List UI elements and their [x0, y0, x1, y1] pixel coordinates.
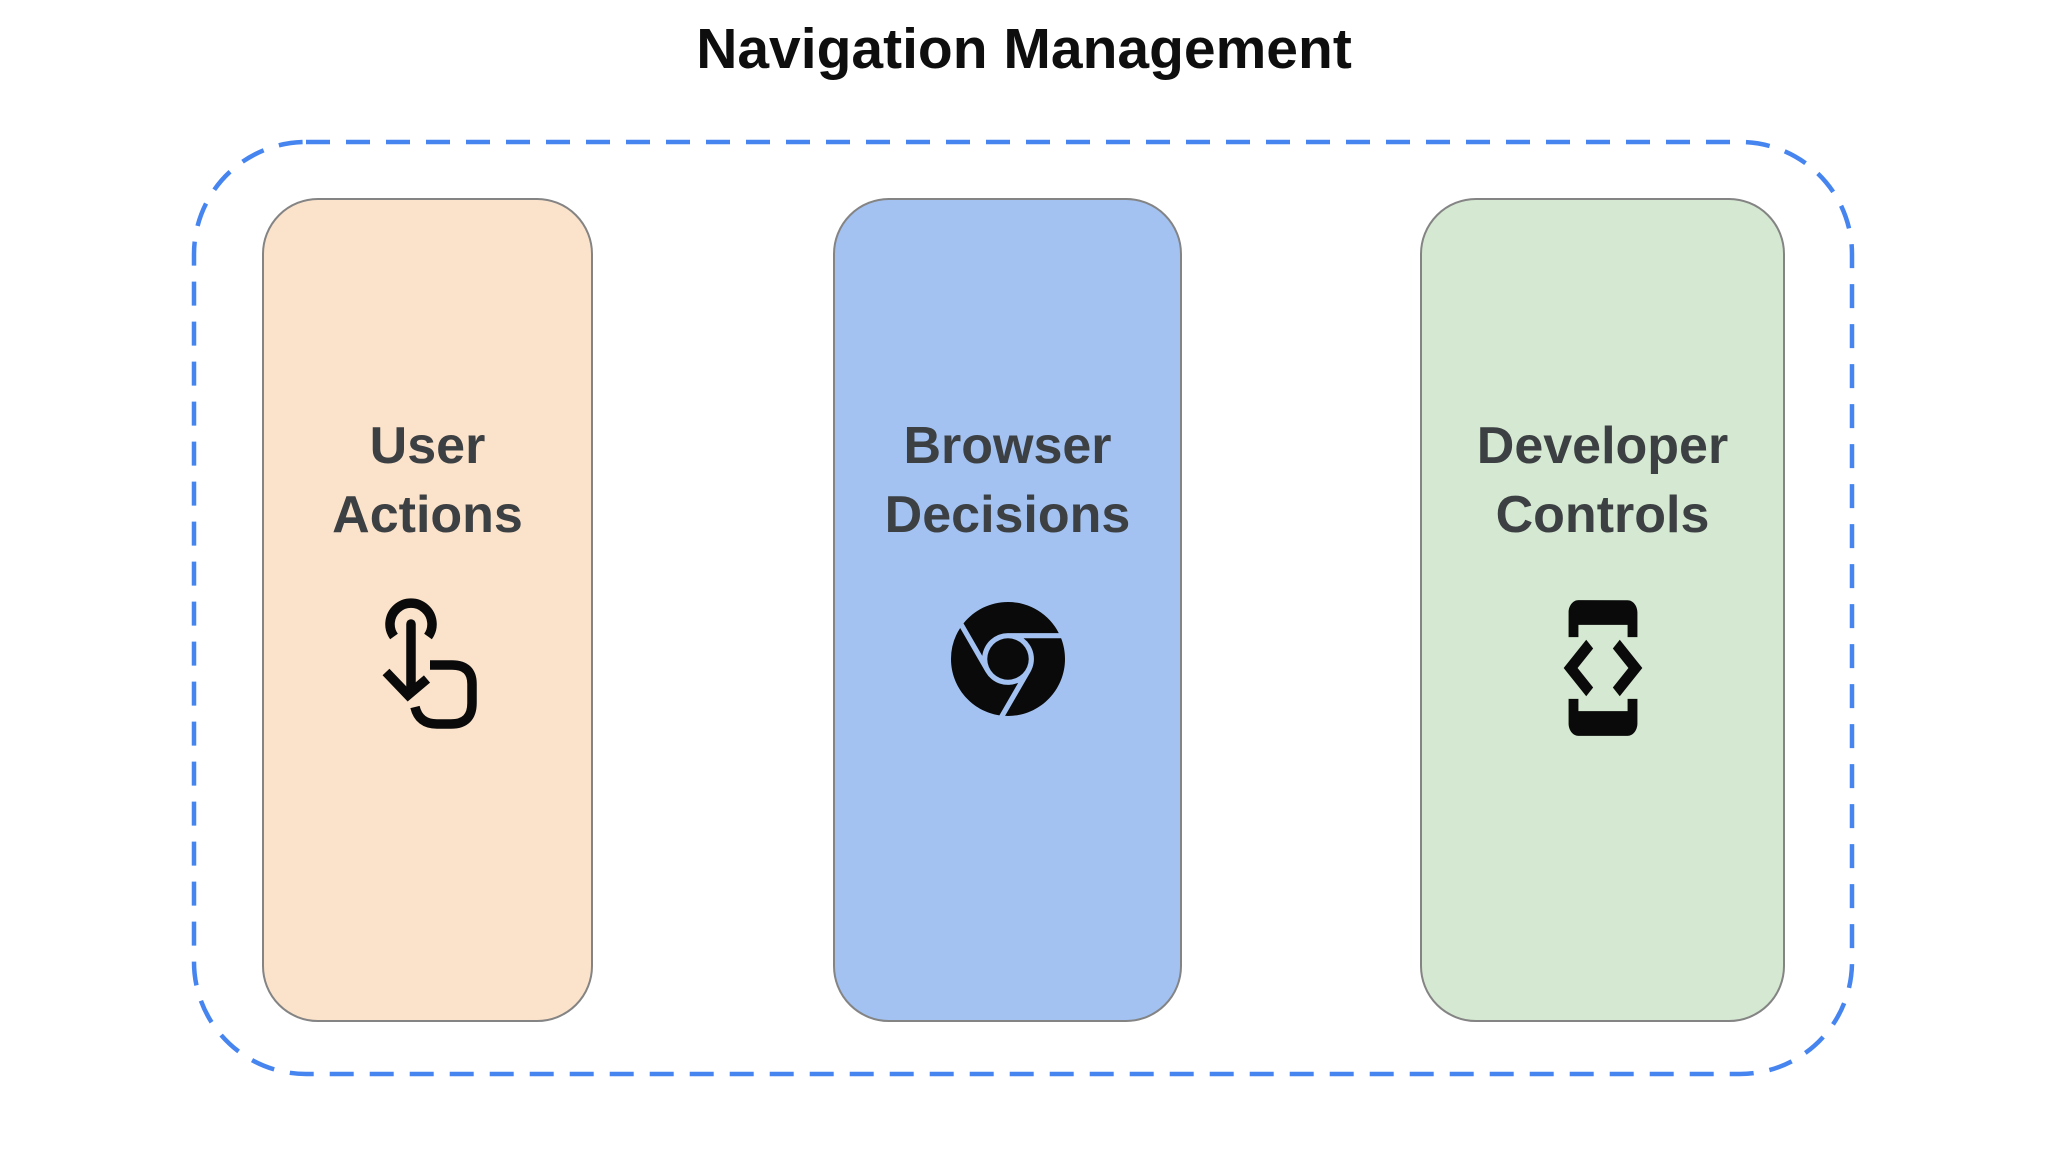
- card-developer-controls: Developer Controls: [1420, 198, 1785, 1022]
- swipe-gesture-icon: [375, 594, 481, 744]
- dashed-group-outline: [191, 139, 1855, 1077]
- card-user-actions: User Actions: [262, 198, 593, 1022]
- card-browser-decisions: Browser Decisions: [833, 198, 1182, 1022]
- diagram-title: Navigation Management: [696, 17, 1352, 81]
- dashed-border-rect: [191, 139, 1855, 1077]
- chrome-browser-icon: [950, 602, 1065, 716]
- card-developer-controls-label: Developer Controls: [1476, 417, 1729, 544]
- card-user-actions-label: User Actions: [332, 417, 523, 544]
- developer-mode-icon: [1544, 594, 1662, 742]
- card-browser-decisions-label: Browser Decisions: [884, 417, 1131, 544]
